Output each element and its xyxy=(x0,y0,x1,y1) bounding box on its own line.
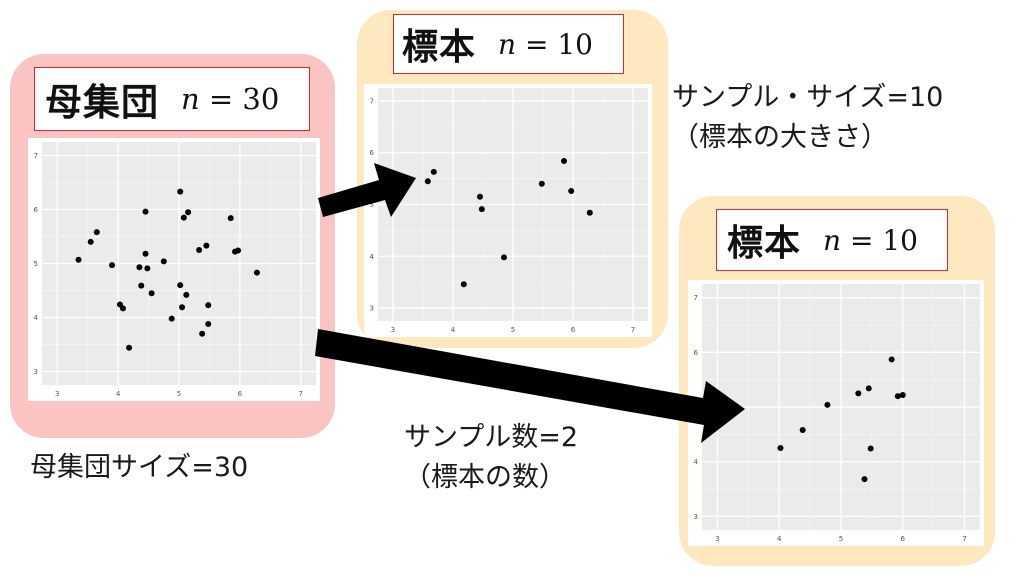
data-point xyxy=(142,208,149,215)
data-point xyxy=(144,265,151,272)
data-point xyxy=(501,254,507,261)
sample-2-scatter-plot: 3 4 5 6 7 3 4 5 6 7 xyxy=(688,280,984,546)
data-point xyxy=(227,215,234,222)
data-point xyxy=(899,391,906,398)
x-tick-label: 3 xyxy=(715,535,719,543)
y-tick-label: 3 xyxy=(34,368,38,376)
data-point xyxy=(460,281,467,288)
y-tick-label: 5 xyxy=(694,404,698,412)
data-point xyxy=(126,344,133,351)
data-point xyxy=(87,238,94,245)
data-point xyxy=(177,188,184,195)
data-point xyxy=(196,247,203,253)
data-point xyxy=(205,320,212,327)
data-point xyxy=(119,305,126,312)
x-tick-label: 6 xyxy=(901,535,906,543)
x-tick-label: 5 xyxy=(177,390,181,398)
data-point xyxy=(586,209,593,216)
data-point xyxy=(199,330,206,337)
data-point xyxy=(138,282,145,289)
y-tick-label: 4 xyxy=(34,314,39,322)
data-point xyxy=(478,206,485,213)
data-point xyxy=(477,193,483,200)
y-tick-label: 3 xyxy=(370,305,374,313)
sample-1-n-label: n = 10 xyxy=(498,27,593,61)
data-point xyxy=(93,229,100,236)
sample-2-title: 標本 xyxy=(727,223,802,264)
x-tick-label: 4 xyxy=(451,326,456,334)
data-point xyxy=(177,282,184,289)
sample-1-title: 標本 xyxy=(402,27,477,68)
x-tick-label: 6 xyxy=(238,390,243,398)
x-tick-label: 7 xyxy=(962,535,966,543)
x-tick-label: 5 xyxy=(511,326,515,334)
data-point xyxy=(203,242,210,249)
y-tick-label: 6 xyxy=(370,149,375,157)
data-point xyxy=(538,180,545,187)
population-n-label: n = 30 xyxy=(181,82,280,116)
y-tick-label: 7 xyxy=(34,152,38,160)
sample-1-title-box: 標本 n = 10 xyxy=(393,14,624,74)
x-tick-label: 4 xyxy=(116,390,121,398)
data-point xyxy=(235,247,242,254)
x-tick-label: 4 xyxy=(777,535,782,543)
y-tick-label: 7 xyxy=(694,294,698,302)
x-tick-label: 5 xyxy=(839,535,843,543)
population-title: 母集団 xyxy=(45,81,159,124)
x-tick-label: 7 xyxy=(299,390,303,398)
data-point xyxy=(430,168,437,175)
y-tick-label: 5 xyxy=(370,201,374,209)
population-scatter-plot: 3 4 5 6 7 3 4 5 6 7 xyxy=(28,138,320,401)
data-point xyxy=(160,258,167,265)
data-point xyxy=(179,304,186,311)
data-point xyxy=(861,476,868,483)
data-point xyxy=(109,262,116,269)
data-point xyxy=(865,385,872,392)
sample-2-n-label: n = 10 xyxy=(823,223,918,257)
y-tick-label: 7 xyxy=(370,97,374,105)
y-tick-label: 3 xyxy=(694,513,698,521)
data-point xyxy=(799,426,806,433)
data-point xyxy=(894,393,901,400)
data-point xyxy=(888,356,895,363)
data-point xyxy=(253,269,260,276)
data-point xyxy=(185,209,192,216)
y-tick-label: 6 xyxy=(34,206,39,214)
x-tick-label: 3 xyxy=(391,326,395,334)
data-point xyxy=(205,302,212,309)
x-tick-label: 6 xyxy=(571,326,576,334)
data-point xyxy=(136,264,143,271)
data-point xyxy=(824,401,831,408)
data-point xyxy=(867,445,874,452)
y-tick-label: 5 xyxy=(34,260,38,268)
data-point xyxy=(777,445,784,451)
data-point xyxy=(183,291,190,298)
x-tick-label: 3 xyxy=(55,390,59,398)
x-tick-label: 7 xyxy=(631,326,635,334)
data-point xyxy=(148,290,155,297)
data-point xyxy=(168,315,175,322)
data-point xyxy=(142,250,149,257)
y-tick-label: 4 xyxy=(694,458,699,466)
data-point xyxy=(180,214,187,221)
y-tick-label: 6 xyxy=(694,349,699,357)
population-title-box: 母集団 n = 30 xyxy=(34,67,310,131)
data-point xyxy=(561,158,567,165)
sample-1-scatter-plot: 3 4 5 6 7 3 4 5 6 7 xyxy=(364,84,652,337)
sample-2-title-box: 標本 n = 10 xyxy=(716,209,948,271)
sample-count-note: サンプル数=2 （標本の数） xyxy=(404,422,578,493)
data-point xyxy=(424,178,431,185)
y-tick-label: 4 xyxy=(370,253,375,261)
data-point xyxy=(855,390,862,397)
sample-size-note: サンプル・サイズ=10 （標本の大きさ） xyxy=(672,82,944,153)
population-size-caption: 母集団サイズ=30 xyxy=(30,452,249,483)
data-point xyxy=(75,256,82,263)
data-point xyxy=(568,188,575,195)
